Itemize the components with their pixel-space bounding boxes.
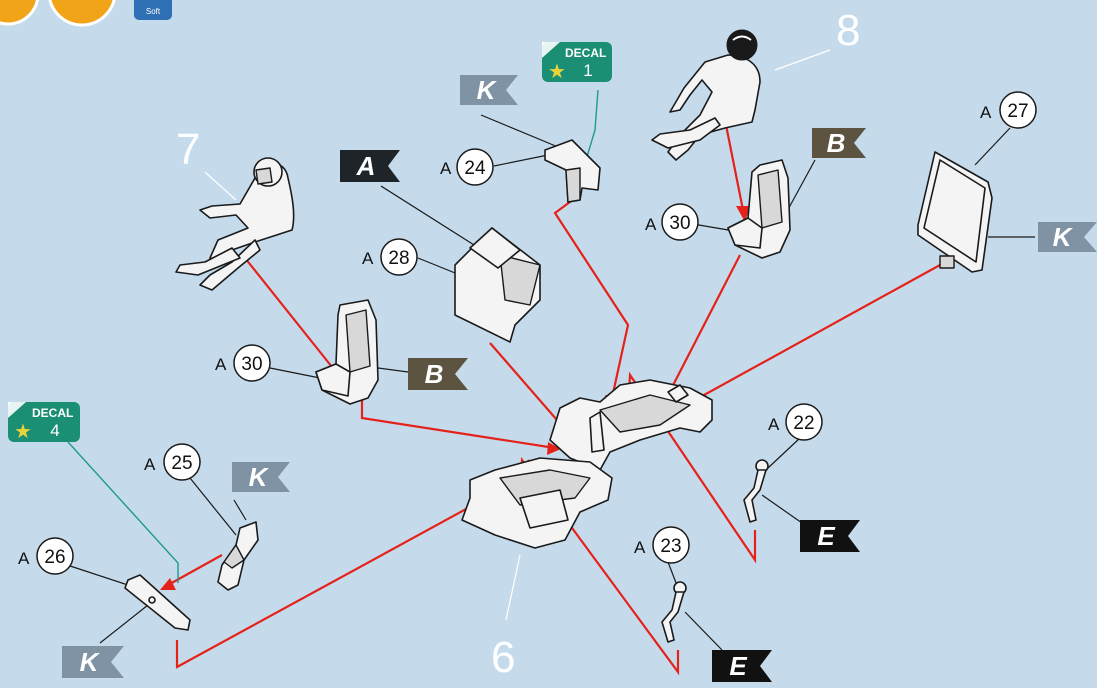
paint-circle-icon [0, 0, 38, 24]
step-number-7: 7 [176, 125, 200, 174]
callout-27: A 27 [980, 92, 1036, 128]
decal-badge-1: ★ DECAL 1 [542, 42, 612, 83]
svg-text:E: E [729, 651, 747, 681]
callout-22: A 22 [768, 404, 822, 440]
svg-text:DECAL: DECAL [32, 406, 73, 420]
cockpit-tub-front [462, 458, 612, 548]
svg-text:K: K [80, 647, 101, 677]
svg-text:22: 22 [793, 413, 814, 434]
pilot-figure-8 [652, 30, 760, 160]
decal-star-icon: ★ [14, 421, 32, 443]
svg-text:4: 4 [50, 421, 59, 440]
ejection-seat-right [728, 160, 790, 258]
pilot-figure-7 [176, 158, 294, 290]
leader-lines [58, 115, 1035, 650]
callout-25: A 25 [144, 444, 200, 480]
svg-text:25: 25 [171, 453, 192, 474]
callout-26: A 26 [18, 538, 73, 574]
ejection-seat-left [316, 300, 378, 404]
paint-flag-K-bottom: K [62, 646, 124, 678]
svg-text:K: K [477, 75, 498, 105]
paint-flag-A: A [340, 150, 400, 182]
part-25-bracket [218, 522, 258, 590]
svg-text:A: A [18, 549, 30, 568]
svg-text:A: A [144, 455, 156, 474]
svg-text:A: A [980, 103, 992, 122]
paint-flag-E-right: E [800, 520, 860, 552]
svg-text:26: 26 [44, 547, 65, 568]
svg-text:A: A [356, 151, 376, 181]
svg-text:A: A [215, 355, 227, 374]
arrow-seat-to-front [362, 400, 555, 448]
svg-text:B: B [425, 359, 444, 389]
callout-23: A 23 [634, 527, 689, 563]
svg-text:K: K [249, 462, 270, 492]
part-26-rail [125, 575, 190, 630]
callout-30-right: A 30 [645, 204, 698, 240]
step-number-6: 6 [491, 633, 515, 682]
svg-text:DECAL: DECAL [565, 46, 606, 60]
svg-text:27: 27 [1007, 101, 1028, 122]
callout-24: A 24 [440, 149, 493, 185]
paint-flag-K-right: K [1038, 222, 1097, 252]
arrow-part24-to-tub [555, 196, 628, 398]
svg-text:24: 24 [464, 158, 486, 179]
step-number-8: 8 [836, 6, 860, 55]
callout-28: A 28 [362, 239, 417, 275]
arrow-head [160, 578, 176, 590]
svg-text:A: A [440, 159, 452, 178]
soft-badge-text: Soft [146, 7, 161, 16]
part-23-lever [662, 582, 686, 642]
svg-text:1: 1 [583, 61, 592, 80]
part-24-bracket [545, 140, 600, 202]
svg-text:B: B [827, 128, 846, 158]
part-22-lever [744, 460, 768, 522]
cockpit-tub-rear [550, 380, 712, 470]
paint-flag-B-right: B [812, 128, 866, 158]
callout-30-left: A 30 [215, 345, 270, 381]
arrow-seat-to-tub [668, 255, 740, 395]
paint-flag-E-bottom: E [712, 650, 772, 682]
paint-flag-K-mid: K [232, 462, 290, 492]
svg-text:A: A [768, 415, 780, 434]
part-28-block [455, 228, 540, 342]
arrow-part25-to-26 [168, 555, 222, 585]
paint-flag-K-top: K [460, 75, 518, 105]
svg-text:E: E [817, 521, 835, 551]
header-icons: Soft [0, 0, 172, 25]
decal-star-icon: ★ [548, 61, 566, 83]
paint-flag-B-left: B [408, 358, 468, 390]
step-7-leader [205, 172, 236, 200]
svg-text:A: A [362, 249, 374, 268]
svg-text:28: 28 [388, 248, 409, 269]
glue-circle-icon [49, 0, 115, 25]
svg-text:30: 30 [241, 354, 262, 375]
svg-text:A: A [645, 215, 657, 234]
part-27-panel [918, 152, 992, 272]
arrow-panel-to-tub [695, 265, 940, 400]
step-6-leader [506, 555, 520, 620]
step-8-leader [775, 50, 830, 70]
svg-text:A: A [634, 538, 646, 557]
svg-text:30: 30 [669, 213, 690, 234]
svg-text:23: 23 [660, 536, 681, 557]
svg-text:K: K [1053, 222, 1074, 252]
decal-badge-4: ★ DECAL 4 [8, 402, 80, 443]
